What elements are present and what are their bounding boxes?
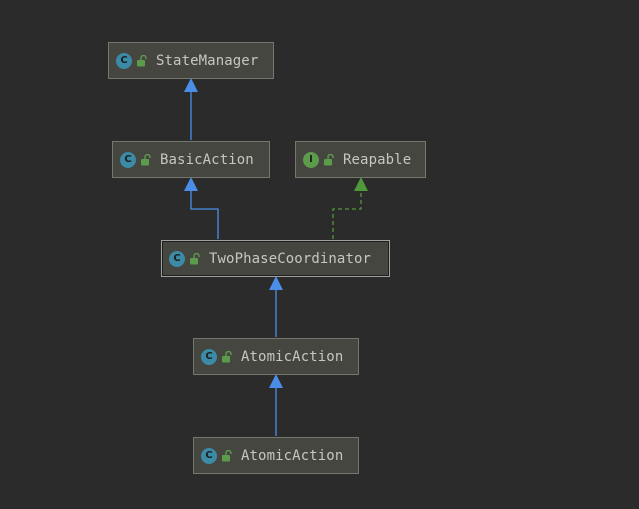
implements-arrowhead [354,177,368,191]
class-icon: C [169,250,185,267]
unlocked-lock-icon [222,449,232,461]
extends-arrowhead [184,177,198,191]
unlocked-lock-icon [141,153,151,165]
unlocked-lock-icon [324,153,334,165]
unlocked-lock-icon [137,54,147,66]
interface-icon: I [303,151,319,168]
class-icon: C [120,151,136,168]
node-label: StateManager [156,52,259,69]
class-icon: C [201,447,217,464]
extends-arrowhead [269,276,283,290]
class-node-basic-action[interactable]: C BasicAction [112,141,270,178]
edge-two-phase-coordinator-extends-basic-action [190,191,219,239]
class-icon: C [116,52,132,69]
extends-arrowhead [269,374,283,388]
class-icon: C [201,348,217,365]
node-label: Reapable [343,151,412,168]
class-node-state-manager[interactable]: C StateManager [108,42,274,79]
interface-node-reapable[interactable]: I Reapable [295,141,426,178]
unlocked-lock-icon [190,252,200,264]
node-label: BasicAction [160,151,254,168]
extends-arrowhead [184,78,198,92]
edge-two-phase-coordinator-implements-reapable [332,191,362,239]
node-label: AtomicAction [241,348,344,365]
node-label: AtomicAction [241,447,344,464]
class-node-atomic-action-subclass[interactable]: C AtomicAction [193,437,359,474]
class-node-atomic-action[interactable]: C AtomicAction [193,338,359,375]
node-label: TwoPhaseCoordinator [209,250,372,267]
unlocked-lock-icon [222,350,232,362]
class-node-two-phase-coordinator[interactable]: C TwoPhaseCoordinator [161,240,390,277]
